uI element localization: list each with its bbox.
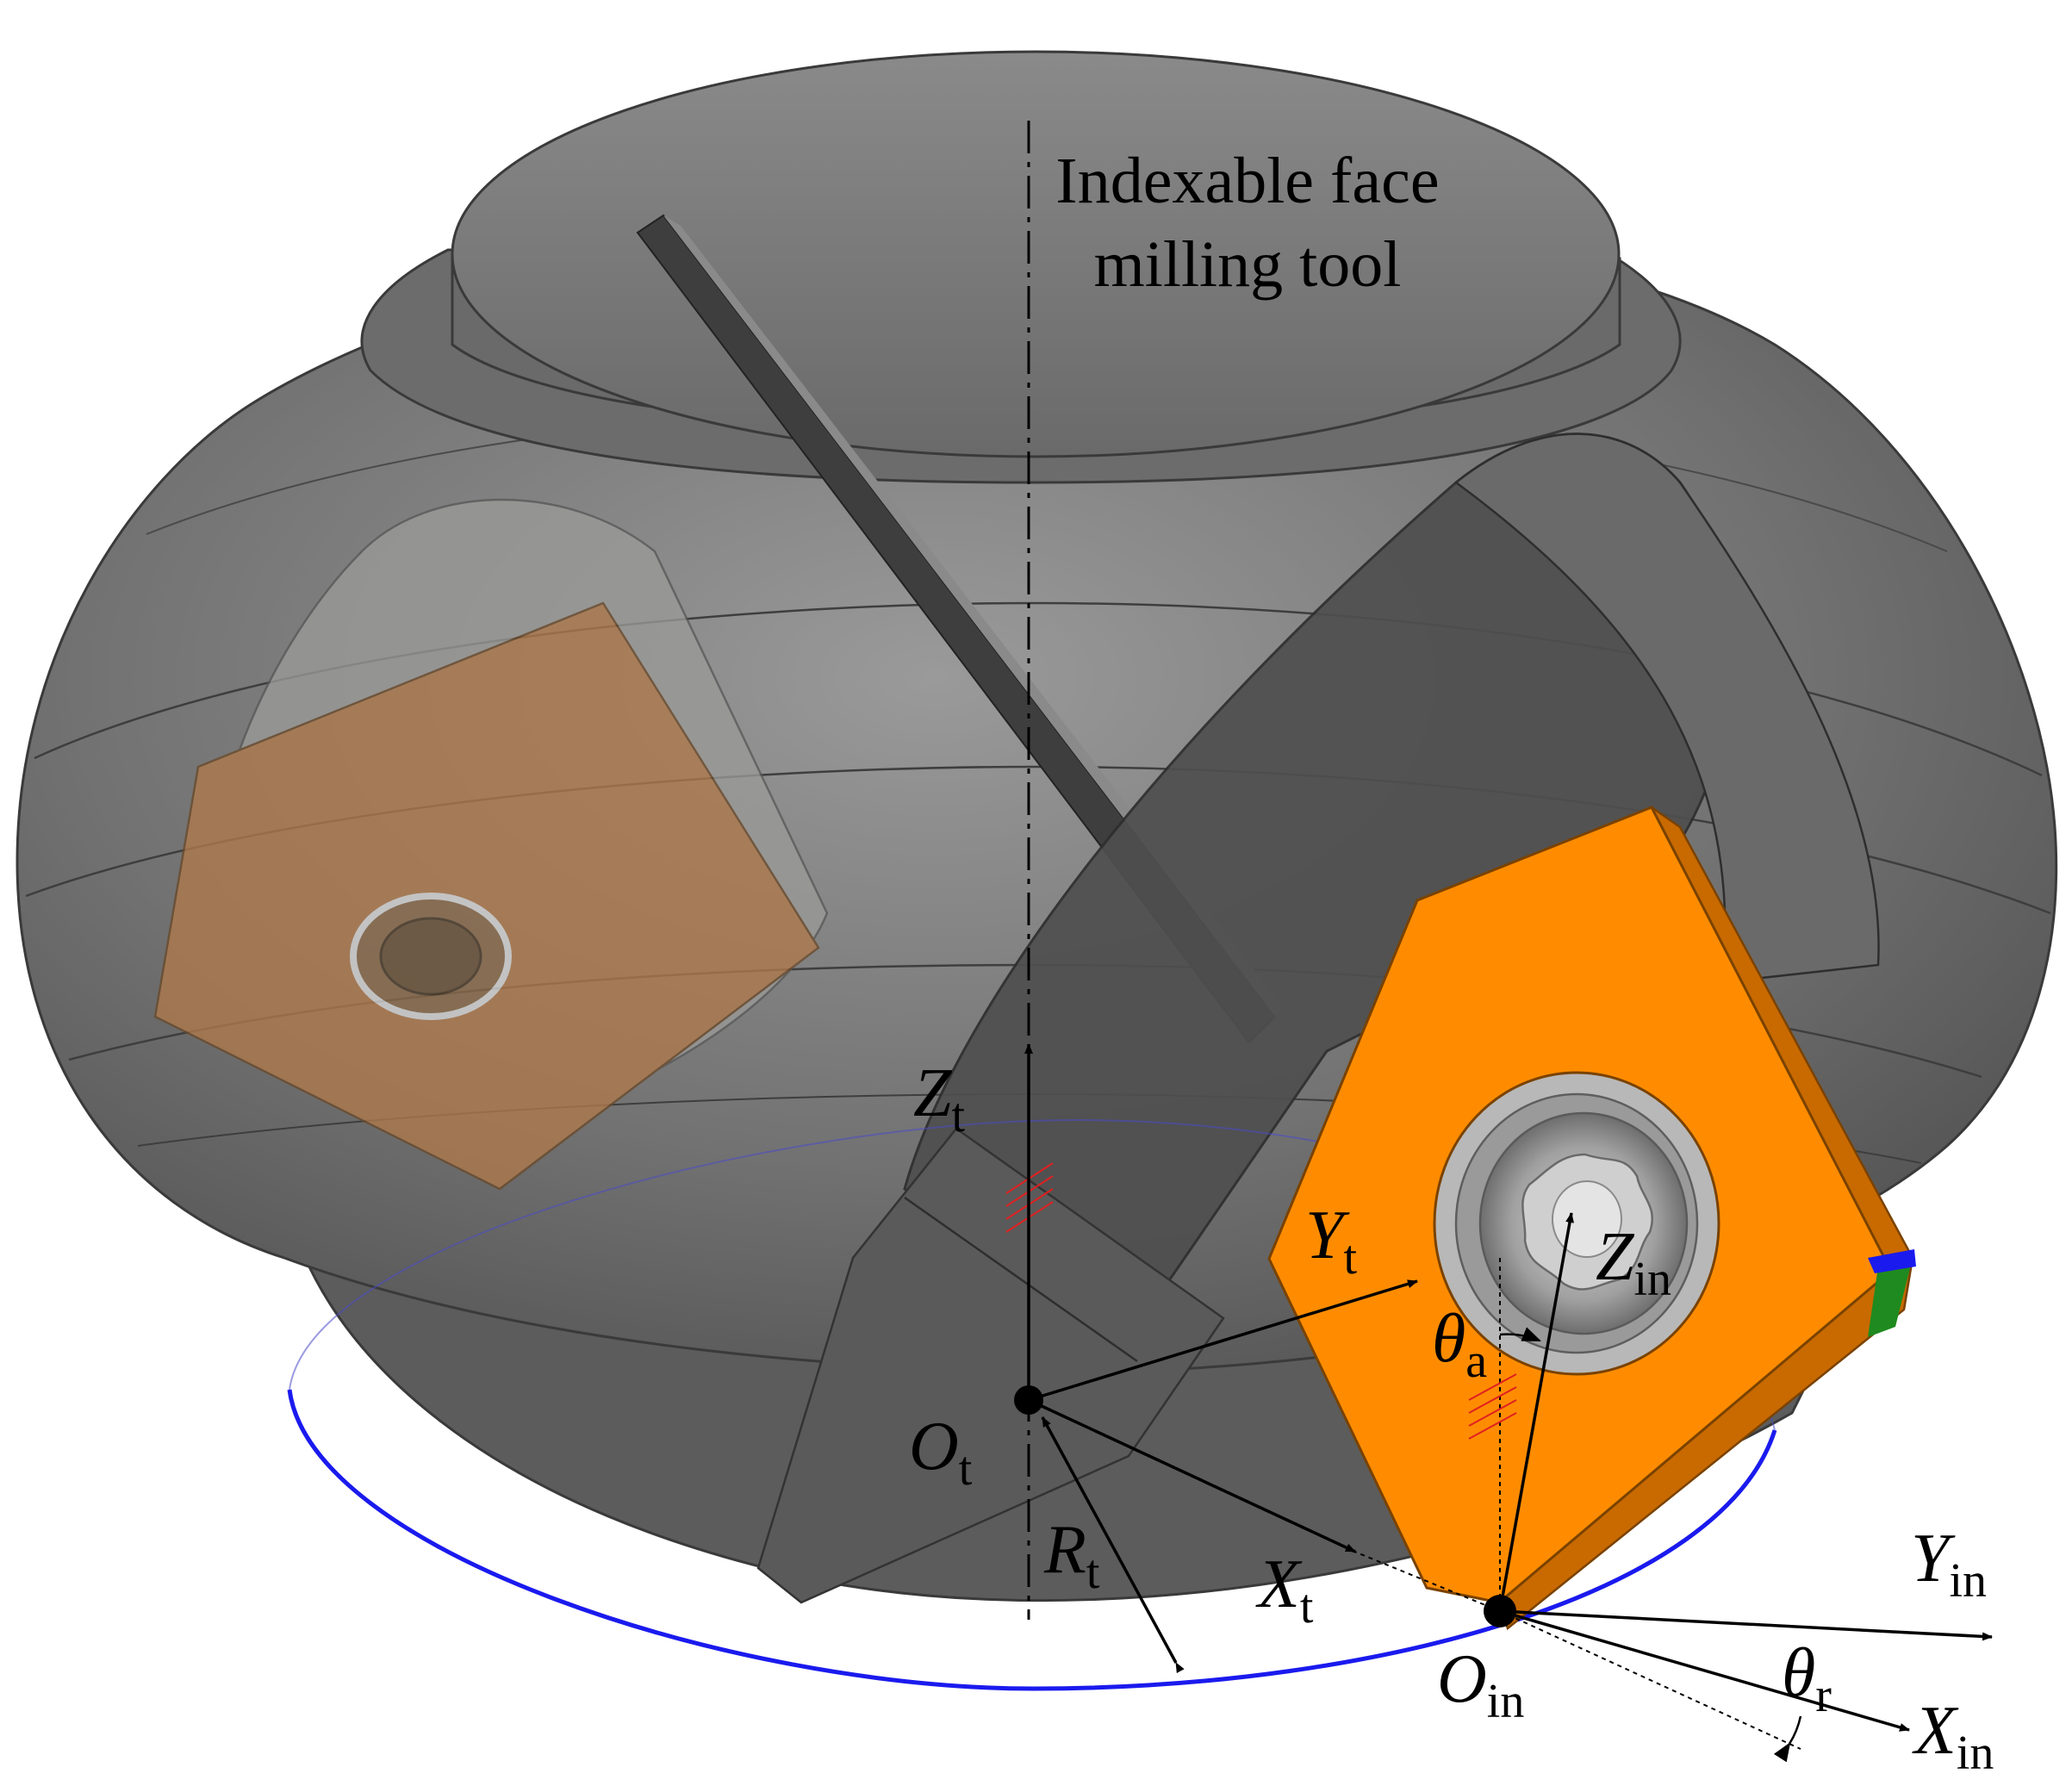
rt-radius-arrow (1041, 1416, 1185, 1674)
label-ot: Ot (909, 1409, 973, 1496)
rear-insert-hole-inner (379, 917, 482, 996)
tool-chip-pocket-face (1453, 432, 1880, 984)
zin-axis-arrow (1498, 1212, 1574, 1612)
hatch-marks-insert (1468, 1373, 1517, 1440)
label-zt: Zt (913, 1055, 966, 1142)
theta-r-arc (1773, 1715, 1802, 1763)
caption-line-1: Indexable face (1055, 145, 1439, 217)
caption: Indexable face milling tool (1055, 145, 1439, 301)
tool-front-facet-edge (904, 1196, 1138, 1363)
insert-origin-point (1484, 1595, 1516, 1627)
theta-r-reference-line (1499, 1610, 1801, 1750)
axis-labels: Zt Yt Xt Ot Rt Zin θa Yin Oin θr Xin (909, 1055, 1994, 1780)
label-zin: Zin (1596, 1219, 1671, 1306)
xt-extension-line (1352, 1550, 1501, 1612)
label-xin: Xin (1912, 1693, 1994, 1780)
xin-axis-arrow (1499, 1609, 1910, 1732)
label-oin: Oin (1437, 1641, 1524, 1728)
tool-origin-point (1014, 1385, 1043, 1415)
orange-insert (1267, 806, 1916, 1631)
yt-axis-arrow (1028, 1279, 1418, 1402)
screw-torx-center (1552, 1180, 1622, 1258)
rear-insert-ghost (153, 498, 829, 1191)
rear-insert-plate (153, 601, 820, 1191)
label-rt: Rt (1043, 1512, 1100, 1599)
theta-a-arc (1499, 1327, 1542, 1342)
insert-cutting-edge-green (1868, 1258, 1913, 1337)
insert-cutting-edge-blue (1868, 1249, 1916, 1273)
caption-line-2: milling tool (1094, 228, 1402, 301)
tool-top-face (451, 50, 1621, 458)
label-yt: Yt (1305, 1198, 1358, 1285)
yin-axis-arrow (1499, 1609, 1993, 1641)
label-theta-a: θa (1432, 1301, 1487, 1388)
tool-path-circle (287, 1389, 1777, 1691)
label-xt: Xt (1255, 1546, 1314, 1634)
axis-arrows (1024, 1043, 1993, 1763)
label-theta-r: θr (1782, 1635, 1832, 1722)
label-yin: Yin (1911, 1521, 1987, 1608)
